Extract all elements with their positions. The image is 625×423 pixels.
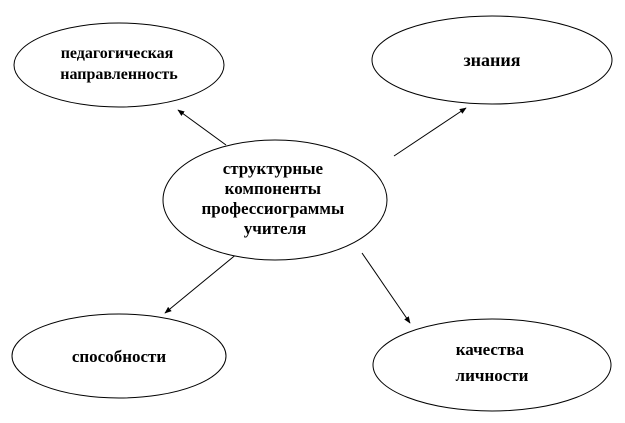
node-pedagogical-orientation-line-2: направленность (60, 66, 178, 83)
node-pedagogical-orientation-label: педагогическая направленность (60, 45, 178, 83)
node-knowledge: знания (371, 15, 613, 105)
node-pedagogical-orientation: педагогическая направленность (13, 22, 225, 108)
arrow-to-pedagogical-orientation (177, 109, 227, 146)
node-knowledge-line-1: знания (463, 50, 520, 70)
node-pedagogical-orientation-ellipse (13, 22, 225, 108)
node-center: структурные компоненты профессиограммы у… (162, 139, 388, 261)
node-knowledge-label: знания (463, 50, 520, 70)
node-personality-qualities: качества личности (372, 318, 612, 412)
node-pedagogical-orientation-line-1: педагогическая (61, 45, 174, 62)
node-personality-qualities-line-2: личности (456, 366, 529, 385)
node-abilities-label: способности (72, 347, 167, 366)
arrow-to-knowledge (393, 107, 467, 157)
node-center-line-3: профессиограммы (201, 199, 344, 218)
arrow-to-personality-qualities (361, 252, 411, 324)
node-center-ellipse (162, 139, 388, 261)
node-personality-qualities-ellipse (372, 318, 612, 412)
node-center-line-1: структурные (223, 159, 324, 178)
node-center-label: структурные компоненты профессиограммы у… (201, 159, 348, 238)
node-abilities-ellipse (11, 313, 227, 399)
node-abilities: способности (11, 313, 227, 399)
node-personality-qualities-label: качества личности (456, 340, 529, 385)
node-personality-qualities-line-1: качества (456, 340, 525, 359)
node-abilities-line-1: способности (72, 347, 167, 366)
node-center-line-4: учителя (244, 219, 307, 238)
node-knowledge-ellipse (371, 15, 613, 105)
node-center-line-2: компоненты (225, 179, 321, 198)
arrow-to-abilities (164, 252, 239, 314)
